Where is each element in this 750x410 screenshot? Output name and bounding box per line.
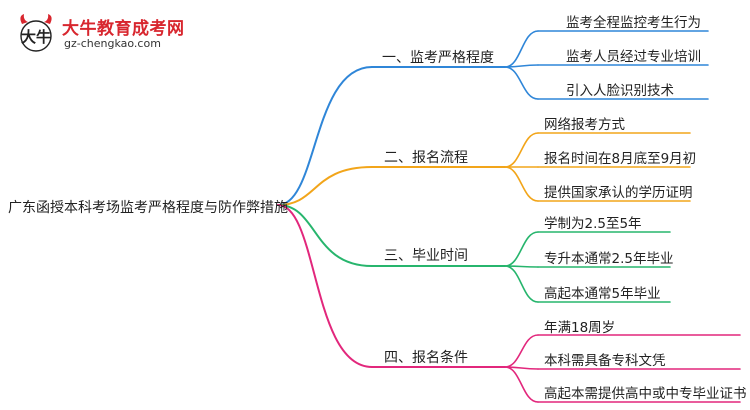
logo-title: 大牛教育成考网 <box>62 19 185 39</box>
branch-2-label: 二、报名流程 <box>384 150 468 166</box>
svg-text:大牛: 大牛 <box>21 28 51 46</box>
root-to-branch-2-link <box>277 166 373 206</box>
branch-3-leaf-3-link <box>504 265 539 303</box>
branch-2-leaf-1-link <box>504 132 539 168</box>
branch-1-leaf-2: 监考人员经过专业培训 <box>566 49 701 65</box>
branch-2-leaf-1: 网络报考方式 <box>544 117 625 133</box>
branch-1-leaf-1-link <box>504 30 539 68</box>
root-to-branch-3-link <box>277 204 373 267</box>
branch-1-leaf-3-link <box>504 66 539 100</box>
branch-4-leaf-1-link <box>504 334 539 368</box>
root-topic: 广东函授本科考场监考严格程度与防作弊措施 <box>8 200 288 216</box>
branch-4-leaf-3-link <box>504 366 539 403</box>
branch-3-leaf-1-link <box>504 231 539 267</box>
site-logo[interactable]: 大牛 大牛教育成考网 gz-chengkao.com <box>14 10 204 56</box>
branch-4-label: 四、报名条件 <box>384 350 468 366</box>
branch-2-leaf-2: 报名时间在8月底至9月初 <box>544 151 697 167</box>
branch-3-leaf-1: 学制为2.5至5年 <box>544 216 642 232</box>
branch-4-leaf-1: 年满18周岁 <box>544 320 616 336</box>
root-to-branch-1-link <box>277 66 373 206</box>
branch-1-label: 一、监考严格程度 <box>382 50 494 66</box>
branch-2-leaf-3: 提供国家承认的学历证明 <box>544 185 693 201</box>
branch-2-leaf-3-link <box>504 166 539 202</box>
branch-3-label: 三、毕业时间 <box>384 248 468 264</box>
branch-1-leaf-3: 引入人脸识别技术 <box>566 83 674 99</box>
bull-logo-icon: 大牛 <box>20 14 52 52</box>
branch-3-leaf-3: 高起本通常5年毕业 <box>544 286 661 302</box>
branch-1-leaf-1: 监考全程监控考生行为 <box>566 15 701 31</box>
logo-url: gz-chengkao.com <box>64 37 161 50</box>
branch-4-leaf-2: 本科需具备专科文凭 <box>544 353 666 369</box>
root-to-branch-4-link <box>277 204 373 368</box>
branch-3-leaf-2: 专升本通常2.5年毕业 <box>544 251 674 267</box>
branch-4-leaf-3: 高起本需提供高中或中专毕业证书 <box>544 386 747 402</box>
